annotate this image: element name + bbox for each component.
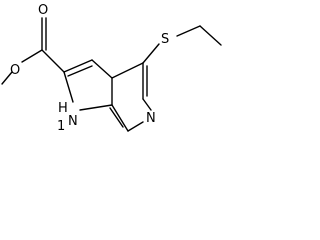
carbonyl-oxygen-label: O — [38, 3, 48, 18]
bond-c7a-n1 — [79, 104, 113, 111]
bond-c2-carbonyl — [41, 49, 65, 73]
bond-c4-s — [142, 43, 160, 64]
bond-c2-c3 — [63, 59, 93, 73]
ring-nh-hydrogen-label: H — [58, 101, 68, 116]
ring-nh-nitrogen-label: N — [68, 114, 78, 129]
bond-c3a-c4 — [111, 62, 144, 79]
sulfur-label: S — [161, 32, 169, 47]
bond-c7-c7a — [111, 104, 129, 132]
bond-ester-o-methyl — [1, 71, 13, 85]
bond-s-methyl — [176, 25, 201, 37]
bond-carbonyl-ester-o — [21, 49, 43, 63]
pyridine-nitrogen-label: N — [146, 111, 156, 126]
bond-c5-n6 — [142, 98, 152, 111]
bond-c2-c3-double — [67, 65, 93, 77]
bond-methyl-tail — [199, 25, 222, 46]
bond-c3-c3a — [91, 59, 113, 79]
bond-n6-c7 — [127, 121, 144, 132]
bond-c7-c7a-double — [109, 107, 124, 128]
bond-n1-c2 — [63, 71, 74, 103]
ring-nh-locant-label: 1 — [57, 119, 65, 134]
ester-oxygen-label: O — [10, 63, 20, 78]
chemical-structure: O O S H 1 N N — [1, 3, 222, 134]
